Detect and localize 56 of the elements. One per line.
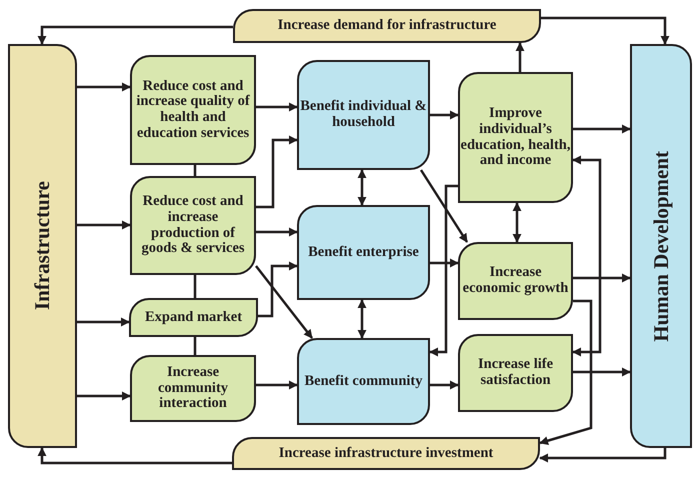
arrow <box>77 82 131 92</box>
arrow <box>430 380 459 390</box>
arrow <box>541 16 670 45</box>
arrow <box>573 368 631 376</box>
node-label: Improve individual’s education, health, and income <box>460 106 571 169</box>
node-label: Benefit community <box>304 374 422 390</box>
process-box <box>130 176 256 275</box>
process-box <box>130 55 256 165</box>
process-box <box>458 242 573 320</box>
arrow <box>430 258 459 268</box>
process-box <box>233 9 541 43</box>
arrow <box>512 202 522 243</box>
node-label: Increase community interaction <box>156 365 230 412</box>
arrow <box>256 102 298 112</box>
arrow <box>77 220 131 230</box>
process-box <box>297 60 430 170</box>
arrow <box>539 448 666 462</box>
arrow <box>573 124 631 134</box>
arrow <box>572 156 602 356</box>
node-label: Reduce cost and increase production of goods & services <box>140 194 246 257</box>
node-label: Benefit individual & household <box>299 99 428 131</box>
process-box <box>130 355 256 422</box>
arrow <box>258 262 298 318</box>
node-label: Reduce cost and increase quality of health and education services <box>135 78 251 142</box>
arrow <box>358 299 366 339</box>
process-box <box>129 298 258 337</box>
node-label: Increase infrastructure investment <box>278 446 494 462</box>
process-box <box>458 334 573 412</box>
arrow <box>429 184 458 356</box>
arrow <box>77 392 131 400</box>
arrow <box>420 169 468 243</box>
column-box <box>8 44 77 448</box>
node-label: Expand market <box>144 310 242 326</box>
arrow <box>255 265 313 339</box>
arrow <box>573 274 631 282</box>
process-box <box>458 72 573 203</box>
arrow <box>539 300 592 446</box>
node-label: Increase economic growth <box>462 265 570 297</box>
arrow <box>516 42 524 72</box>
arrow <box>256 136 298 208</box>
node-label: Benefit enterprise <box>308 244 419 260</box>
process-box <box>297 338 430 425</box>
node-label: Human Development <box>650 150 672 342</box>
arrow <box>256 380 298 390</box>
process-box <box>232 437 540 470</box>
column-box <box>630 44 692 448</box>
node-label: Infrastructure <box>31 181 54 311</box>
node-label: Increase life satisfaction <box>476 357 554 389</box>
process-box <box>297 205 430 300</box>
node-label: Increase demand for infrastructure <box>278 18 496 34</box>
arrow <box>38 26 233 45</box>
arrow <box>430 110 459 120</box>
arrow <box>38 447 232 464</box>
arrow <box>358 169 366 206</box>
arrow <box>77 318 130 326</box>
arrow <box>256 228 298 236</box>
